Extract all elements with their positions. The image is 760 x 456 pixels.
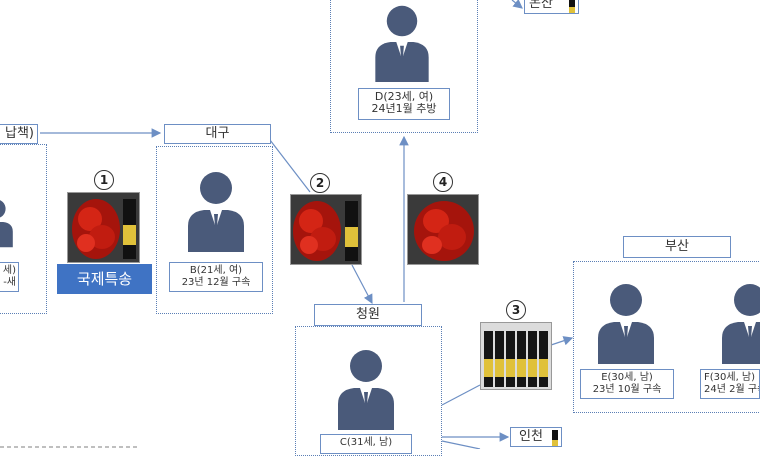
arrow-c-down: [441, 440, 481, 449]
region-label-incheon: 인천: [510, 427, 562, 447]
step-3-marker: 3: [506, 300, 526, 320]
photo-3: [480, 322, 552, 390]
person-icon: [596, 280, 656, 364]
flower-bottle-photo: [68, 193, 139, 262]
intl-shipping-tag: 국제특송: [57, 264, 152, 294]
bottle-icon: [552, 430, 558, 446]
caption-line1: E(30세, 남): [601, 372, 653, 383]
photo-2: [290, 194, 362, 265]
step-2-marker: 2: [310, 173, 330, 193]
bottle-icon: [569, 0, 575, 13]
caption-line1: F(30세, 남): [704, 372, 756, 383]
caption-line2: -새: [3, 277, 16, 288]
photo-4: [407, 194, 479, 265]
flower-bottle-photo: [291, 195, 361, 264]
person-icon: [336, 346, 396, 430]
photo-1: [67, 192, 140, 263]
region-label-incheon-text: 인천: [519, 429, 543, 444]
caption-line1: B(21세, 여): [189, 265, 243, 276]
person-left-partial-caption: 세) -새: [0, 262, 19, 292]
arrow-daegu-to-photo2: [269, 139, 311, 193]
flower-photo: [408, 195, 478, 264]
bottles-photo: [481, 323, 551, 389]
person-icon: [370, 2, 434, 82]
region-label-daegu: 대구: [164, 124, 271, 144]
step-1-marker: 1: [94, 170, 114, 190]
arrow-photo2-to-cheongwon: [351, 264, 373, 305]
arrow-c-to-photo3: [441, 384, 481, 406]
person-icon: [186, 168, 246, 252]
caption-line2: 23년 10월 구속: [592, 384, 662, 395]
region-label-nonsan: 논산: [524, 0, 579, 14]
person-icon: [0, 196, 14, 248]
arrow-top-to-nonsan: [511, 0, 523, 9]
person-b-caption: B(21세, 여) 23년 12월 구속: [169, 262, 263, 292]
caption-line2: 23년 12월 구속: [181, 277, 251, 288]
step-4-marker: 4: [433, 172, 453, 192]
caption-line1: C(31세, 남): [339, 437, 393, 448]
person-c-caption: C(31세, 남): [320, 434, 412, 454]
region-label-left-partial: 납책): [0, 124, 38, 144]
person-f-caption: F(30세, 남) 24년 2월 구속: [700, 369, 760, 399]
person-d-caption: D(23세, 여) 24년1월 추방: [358, 88, 450, 120]
region-label-busan: 부산: [623, 236, 731, 258]
caption-line1: D(23세, 여): [374, 90, 434, 103]
region-label-cheongwon: 청원: [314, 304, 422, 326]
caption-line1: 세): [2, 265, 16, 276]
caption-line2: 24년 2월 구속: [704, 384, 759, 395]
caption-line2: 24년1월 추방: [371, 102, 437, 115]
person-icon: [720, 280, 760, 364]
person-e-caption: E(30세, 남) 23년 10월 구속: [580, 369, 674, 399]
region-label-nonsan-text: 논산: [529, 0, 553, 11]
